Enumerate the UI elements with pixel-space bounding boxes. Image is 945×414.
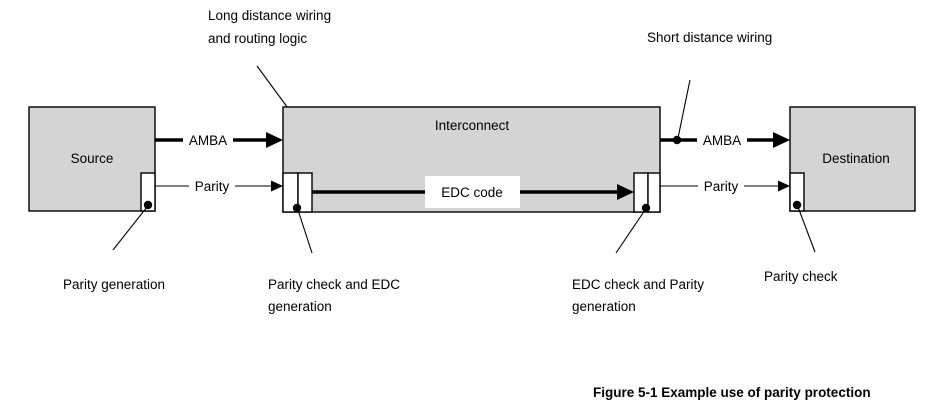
- connection-amba-left-arrowhead: [266, 132, 283, 148]
- annotation-short-distance-line1: Short distance wiring: [647, 30, 772, 45]
- sub-block-source-parity-generation[interactable]: [140, 172, 156, 212]
- leader-parity-check-edc-gen: [297, 209, 313, 254]
- connection-amba-right-label-bg: [697, 130, 747, 149]
- leader-edc-check-parity-gen: [615, 209, 646, 254]
- connection-parity-right-arrowhead: [778, 180, 790, 192]
- connection-parity-left-arrowhead: [271, 180, 283, 192]
- block-destination-label: Destination: [822, 151, 890, 166]
- leader-parity-generation: [112, 206, 148, 251]
- leader-dot-edc-check-parity-gen: [641, 203, 651, 213]
- leader-parity-check: [797, 206, 816, 253]
- block-destination[interactable]: [789, 106, 916, 212]
- annotation-parity-check-line1: Parity check: [764, 269, 838, 284]
- connection-edc-code-label-bg: [425, 176, 520, 208]
- sub-block-interconnect-right-b[interactable]: [647, 172, 661, 213]
- connection-parity-right-label-bg: [698, 177, 744, 195]
- sub-block-destination-parity-check[interactable]: [789, 172, 805, 212]
- annotation-parity-generation-line1: Parity generation: [63, 277, 165, 292]
- connection-parity-right-label: Parity: [704, 179, 739, 194]
- connection-amba-right-arrowhead: [773, 132, 790, 148]
- block-source[interactable]: [28, 106, 156, 212]
- block-interconnect-label: Interconnect: [435, 118, 510, 133]
- connection-edc-code-label: EDC code: [441, 185, 503, 200]
- annotation-parity-check-edc-gen-line2: generation: [268, 299, 332, 314]
- leader-dot-parity-check: [792, 200, 802, 210]
- connection-parity-left-label: Parity: [195, 179, 230, 194]
- connection-amba-left-label: AMBA: [189, 133, 227, 148]
- leader-dot-parity-check-edc-gen: [292, 203, 302, 213]
- figure-caption: Figure 5-1 Example use of parity protect…: [593, 385, 871, 400]
- annotation-parity-check-edc-gen-line1: Parity check and EDC: [268, 277, 400, 292]
- annotation-long-distance-line2: and routing logic: [208, 31, 307, 46]
- connection-edc-code-arrowhead: [617, 184, 634, 200]
- annotation-edc-check-parity-gen-line1: EDC check and Parity: [572, 277, 704, 292]
- leader-short-distance: [677, 79, 691, 139]
- connection-parity-left-label-bg: [189, 177, 235, 195]
- annotation-edc-check-parity-gen-line2: generation: [572, 299, 636, 314]
- connection-amba-right-label: AMBA: [703, 133, 741, 148]
- annotation-long-distance-line1: Long distance wiring: [208, 8, 331, 23]
- leader-dot-parity-generation: [143, 200, 153, 210]
- block-source-label: Source: [71, 151, 114, 166]
- connection-amba-left-label-bg: [183, 130, 233, 149]
